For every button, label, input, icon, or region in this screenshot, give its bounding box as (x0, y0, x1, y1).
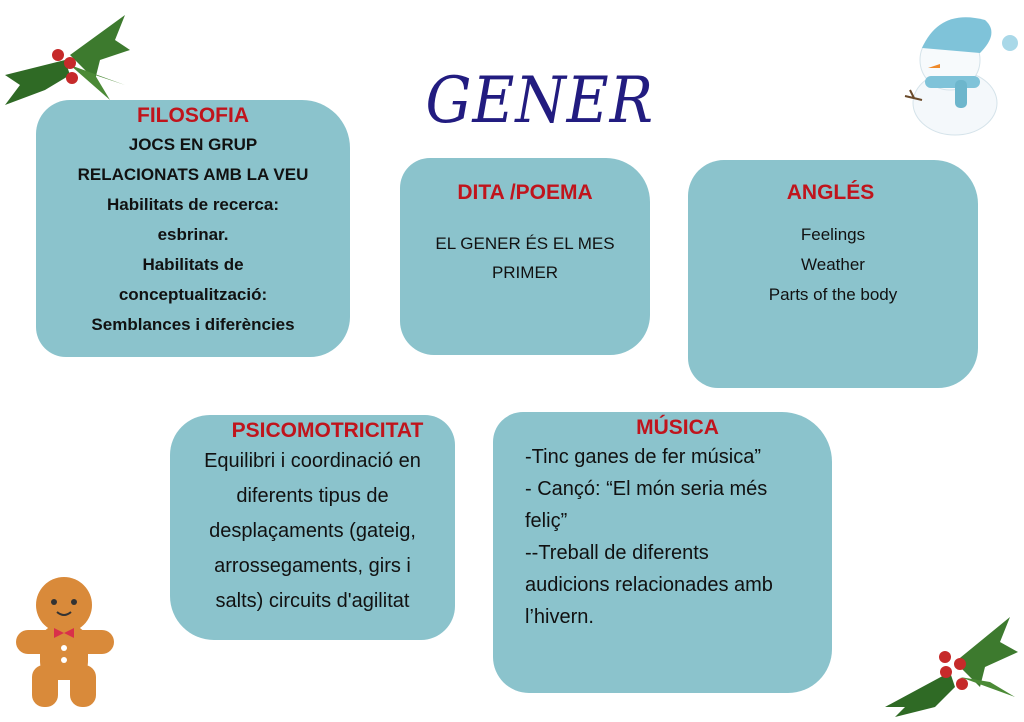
musica-line: audicions relacionades amb (525, 574, 773, 596)
holly-bottom-right-icon (885, 617, 1018, 717)
filosofia-line: Habilitats de (142, 255, 244, 274)
musica-line: -Tinc ganes de fer música” (525, 446, 762, 468)
psicomotricitat-line: desplaçaments (gateig, (209, 520, 416, 542)
psicomotricitat-line: arrossegaments, girs i (214, 555, 411, 577)
angles-heading: ANGLÉS (786, 181, 875, 204)
angles-line: Weather (801, 255, 865, 274)
holly-top-left-icon (5, 15, 130, 105)
musica-heading: MÚSICA (636, 416, 719, 439)
musica-line: l’hivern. (525, 606, 594, 628)
psicomotricitat-line: diferents tipus de (236, 485, 389, 507)
angles-card: ANGLÉS Feelings Weather Parts of the bod… (688, 160, 978, 388)
snowman-icon (904, 17, 1018, 136)
psicomotricitat-line: salts) circuits d'agilitat (215, 590, 410, 612)
dita-line: PRIMER (491, 263, 559, 282)
filosofia-line: esbrinar. (157, 225, 229, 244)
dita-heading: DITA /POEMA (457, 181, 593, 204)
angles-line: Feelings (800, 225, 866, 244)
filosofia-line: RELACIONATS AMB LA VEU (77, 165, 309, 184)
angles-line: Parts of the body (768, 285, 898, 304)
page-title: GENER (425, 64, 654, 138)
dita-line: EL GENER ÉS EL MES (435, 234, 615, 253)
dita-poema-card: DITA /POEMA EL GENER ÉS EL MES PRIMER (400, 158, 650, 355)
filosofia-line: Habilitats de recerca: (107, 195, 279, 214)
filosofia-line: conceptualització: (118, 285, 268, 304)
psicomotricitat-card: PSICOMOTRICITAT Equilibri i coordinació … (170, 415, 455, 640)
gingerbread-icon (16, 577, 114, 707)
psicomotricitat-line: Equilibri i coordinació en (204, 450, 421, 472)
musica-line: feliç” (525, 510, 568, 532)
musica-line: --Treball de diferents (525, 542, 709, 564)
musica-card: MÚSICA -Tinc ganes de fer música” - Canç… (493, 412, 832, 693)
filosofia-line: JOCS EN GRUP (128, 135, 258, 154)
psicomotricitat-heading: PSICOMOTRICITAT (231, 419, 424, 442)
filosofia-heading: FILOSOFIA (137, 104, 249, 127)
filosofia-line: Semblances i diferències (91, 315, 295, 334)
filosofia-card: FILOSOFIA JOCS EN GRUP RELACIONATS AMB L… (36, 100, 350, 357)
musica-line: - Cançó: “El món seria més (525, 478, 768, 500)
